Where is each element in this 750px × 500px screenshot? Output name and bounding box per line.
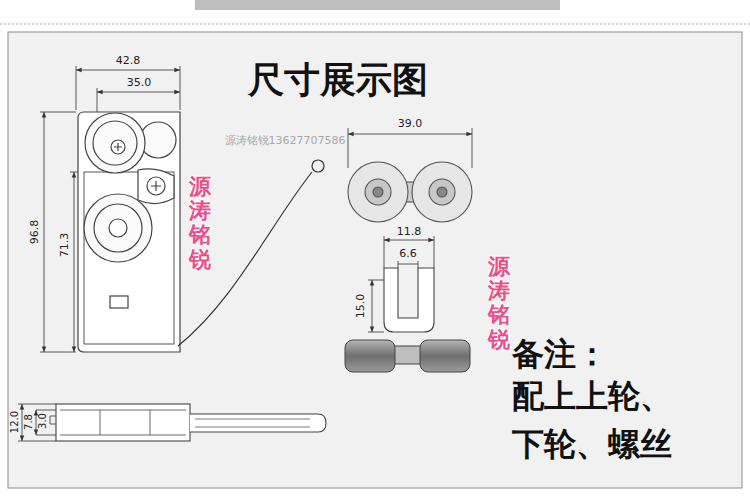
dimension-value: 7.8 [24,414,34,430]
side-wheels [345,340,395,372]
dimension-value: 35.0 [127,77,152,88]
watermark-text: 源涛铭锐13627707586 [225,135,346,146]
background [8,32,742,488]
dimension-line [348,134,472,135]
dimension-line [18,441,56,442]
side-wheels [420,340,470,372]
dimension-value: 71.3 [59,233,70,258]
dimension-line [180,66,181,110]
dimension-value: 11.8 [397,226,422,237]
diagram-title: 尺寸展示图 [248,60,428,100]
dimension-value: 42.8 [116,55,141,66]
roller-plate [114,143,122,151]
bottom-view [195,419,310,427]
dimension-value: 6.6 [399,248,417,259]
dimension-value: 96.8 [29,220,40,245]
dimension-line [434,236,435,268]
dimension-line [50,416,56,417]
bottom-view [190,414,326,432]
dimension-line [368,280,384,281]
roller-plate [94,204,142,252]
bottom-view [56,404,190,441]
spring-wire [178,160,324,346]
dimension-line [348,128,472,332]
dimension-value: 39.0 [398,118,423,129]
bottom-view [60,410,186,435]
background [0,24,750,25]
dimension-line [372,280,373,332]
roller-plate [147,177,165,195]
roller-plate [109,219,127,237]
roller-plate [85,113,145,173]
dimension-line [76,66,77,110]
note-body: 配上上轮、 下轮、螺丝 [512,372,687,468]
roller-plate [78,112,180,352]
roller-plate [78,112,180,352]
side-wheels [394,346,422,364]
u-bracket [384,268,434,332]
wheel-pair [429,179,455,205]
background [195,0,560,10]
spring-wire [178,172,312,346]
dimension-line [76,70,180,71]
roller-plate [138,169,174,204]
dimension-line [40,352,76,353]
dimension-value: 12.0 [10,411,20,433]
dimension-line [384,236,385,268]
dimension-line [398,264,418,265]
roller-plate [151,181,161,191]
note-heading: 备注： [512,330,608,378]
dimension-line [384,240,434,241]
dimension-value: 3.0 [38,413,48,429]
roller-plate [93,121,137,165]
watermark-text: 源涛铭锐 [189,175,211,272]
dimension-line [18,404,56,405]
dimension-line [44,112,45,352]
dimension-line [22,404,23,441]
dimension-line [398,261,399,268]
dimension-line [97,92,180,93]
watermark-text: 源涛铭锐 [488,255,510,352]
roller-plate [84,194,152,262]
wheel-pair [373,187,383,197]
bottom-view [56,404,326,441]
u-bracket [384,268,434,332]
wheel-pair [348,162,408,222]
dimension-line [18,404,56,441]
dimension-line [36,410,37,435]
wheel-pair [412,162,472,222]
dimension-line [368,332,384,333]
dimension-line [40,66,180,352]
dimension-line [50,416,51,424]
side-wheels [345,340,470,372]
wheel-pair [365,179,391,205]
dimension-line [40,112,76,113]
dimension-line [418,261,419,268]
wheel-pair [348,162,472,222]
dimension-line [50,424,56,425]
dimension-line [74,172,75,352]
spring-wire [312,160,324,172]
wheel-pair [437,187,447,197]
roller-plate [110,296,128,308]
dimension-value: 15.0 [355,294,366,319]
dimension-line [36,435,56,436]
dimension-line [36,410,56,411]
roller-plate [111,140,125,154]
